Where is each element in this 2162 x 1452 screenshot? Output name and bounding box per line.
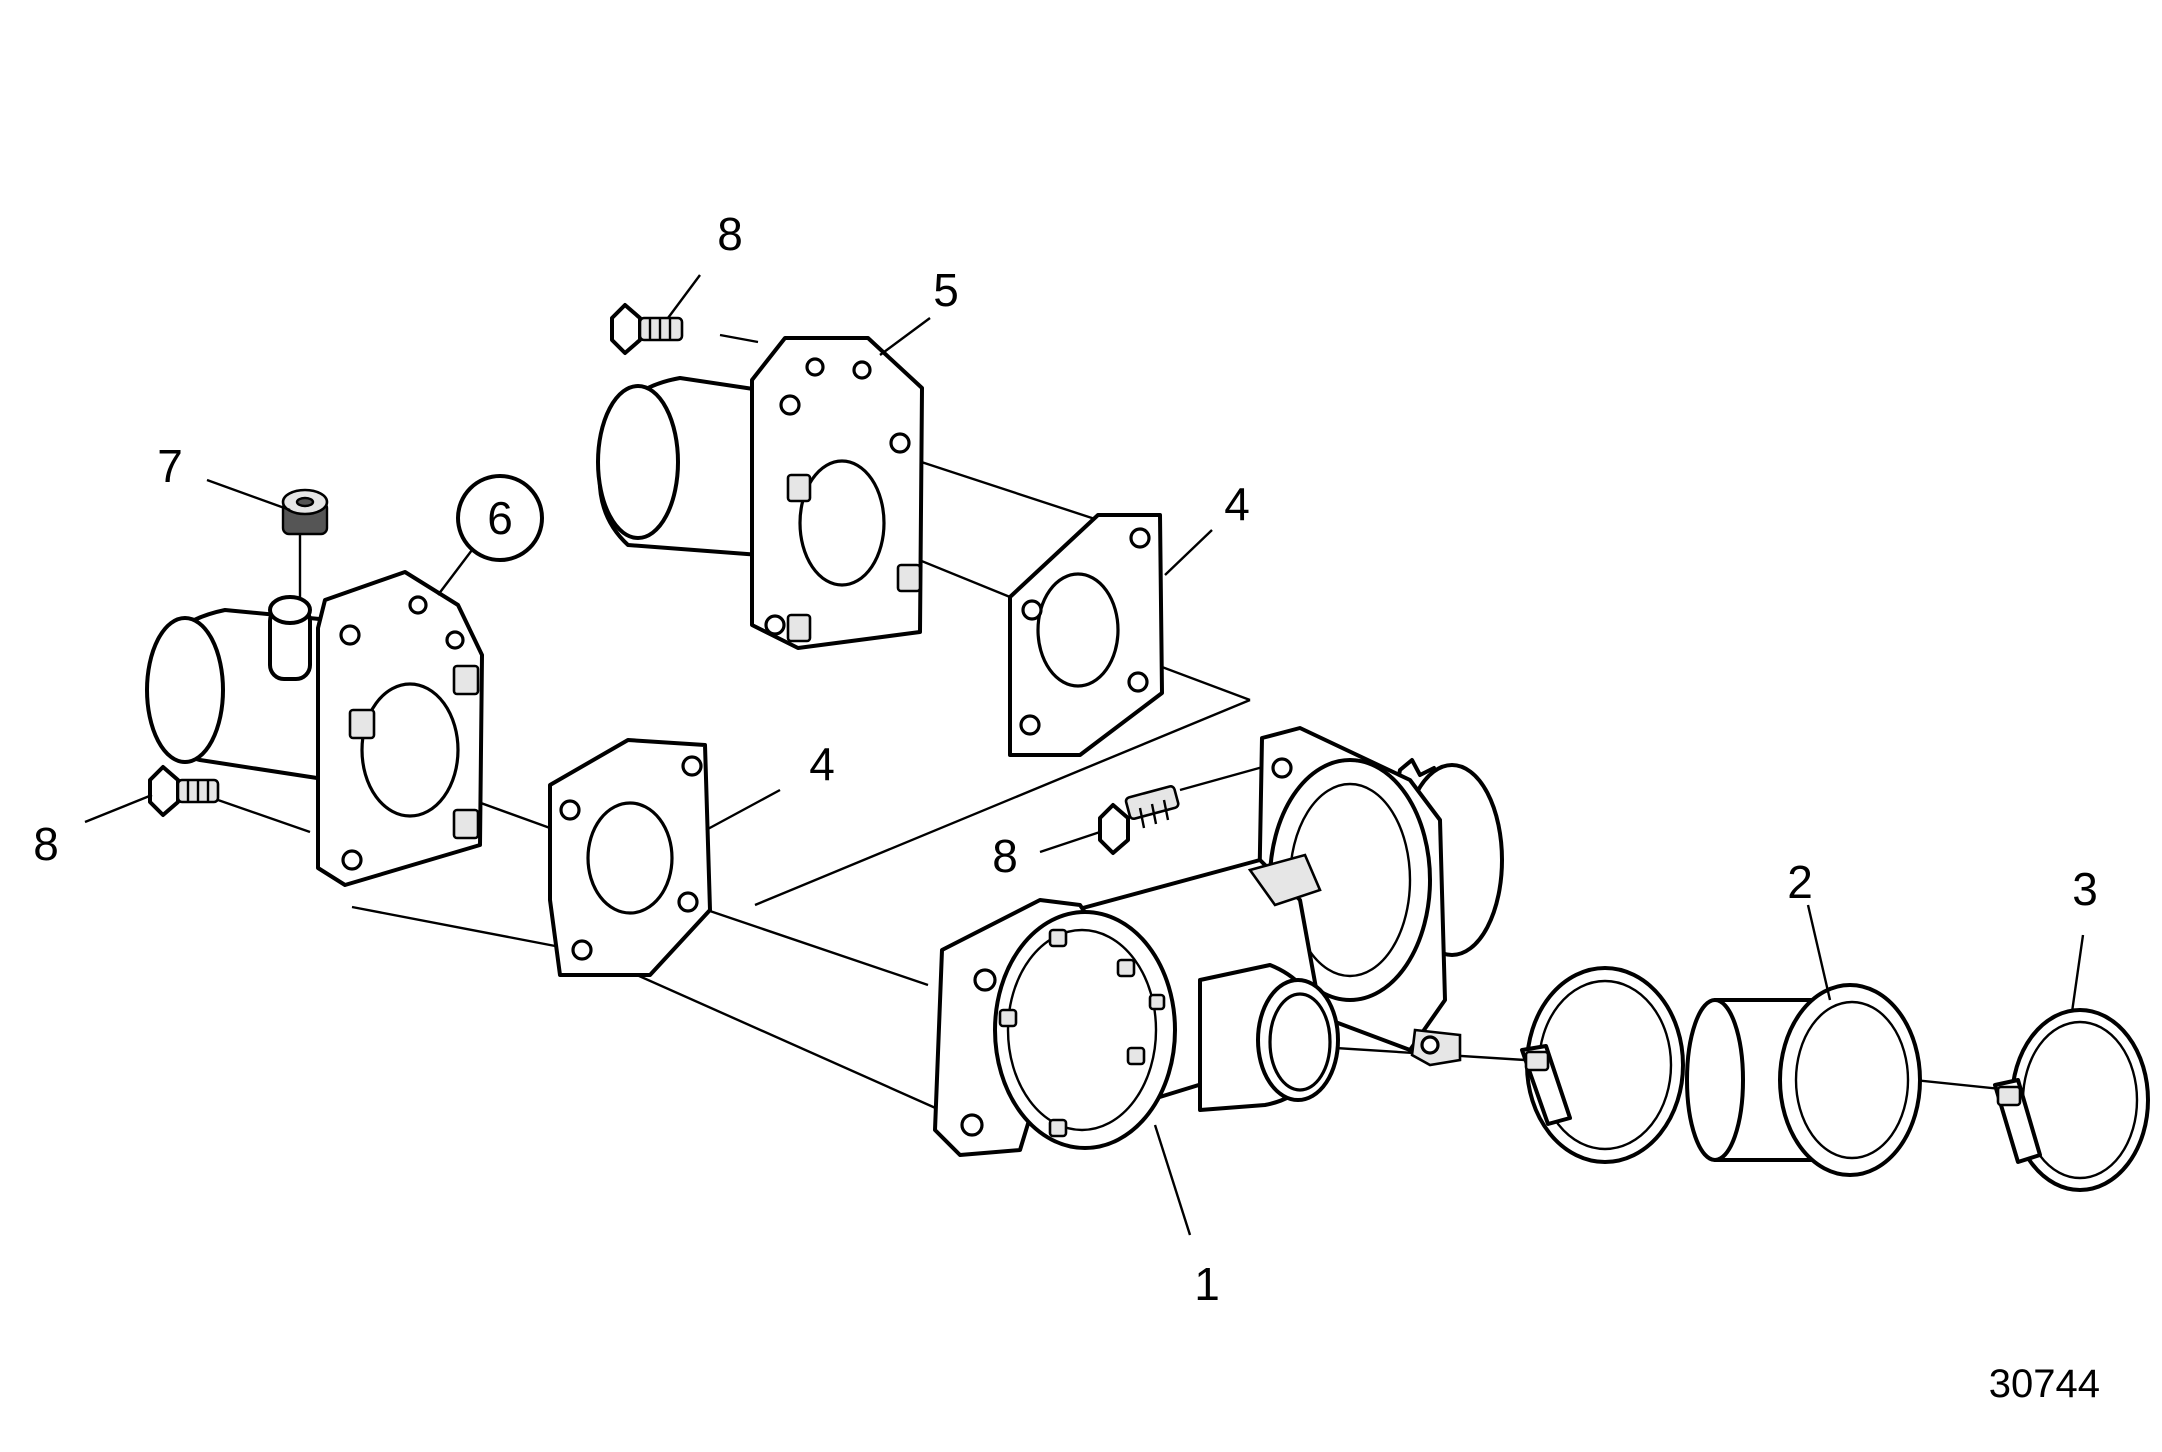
callout-6-circle [456,474,544,562]
callout-4-lower: 4 [809,738,835,790]
gasket-lower [548,738,712,977]
cover-plate-upper [596,336,924,650]
plug-part-7 [281,488,329,536]
callout-8-left: 8 [33,818,59,870]
hose-part-2 [1685,983,1922,1177]
figure-number: 30744 [1989,1362,2100,1406]
callout-8-pump: 8 [992,830,1018,882]
hose-clamp-right [1993,1008,2150,1192]
bolt-pump [1098,785,1180,855]
callout-7: 7 [157,440,183,492]
callout-6: 6 [487,492,513,544]
callout-2: 2 [1787,856,1813,908]
callout-labels: 8 5 4 7 6 4 8 8 1 2 3 [33,208,2098,1310]
gasket-upper [1008,513,1164,757]
bolt-lower-left [148,765,220,817]
cover-plate-lower [145,570,484,887]
hose-clamp-left [1520,966,1685,1164]
callout-8-top: 8 [717,208,743,260]
callout-leaders [84,274,2085,1236]
bolt-upper [610,303,684,355]
callout-3: 3 [2072,863,2098,915]
sea-water-pump-part-1 [933,726,1504,1157]
callout-4-upper: 4 [1224,478,1250,530]
callout-1: 1 [1194,1258,1220,1310]
callout-5: 5 [933,264,959,316]
